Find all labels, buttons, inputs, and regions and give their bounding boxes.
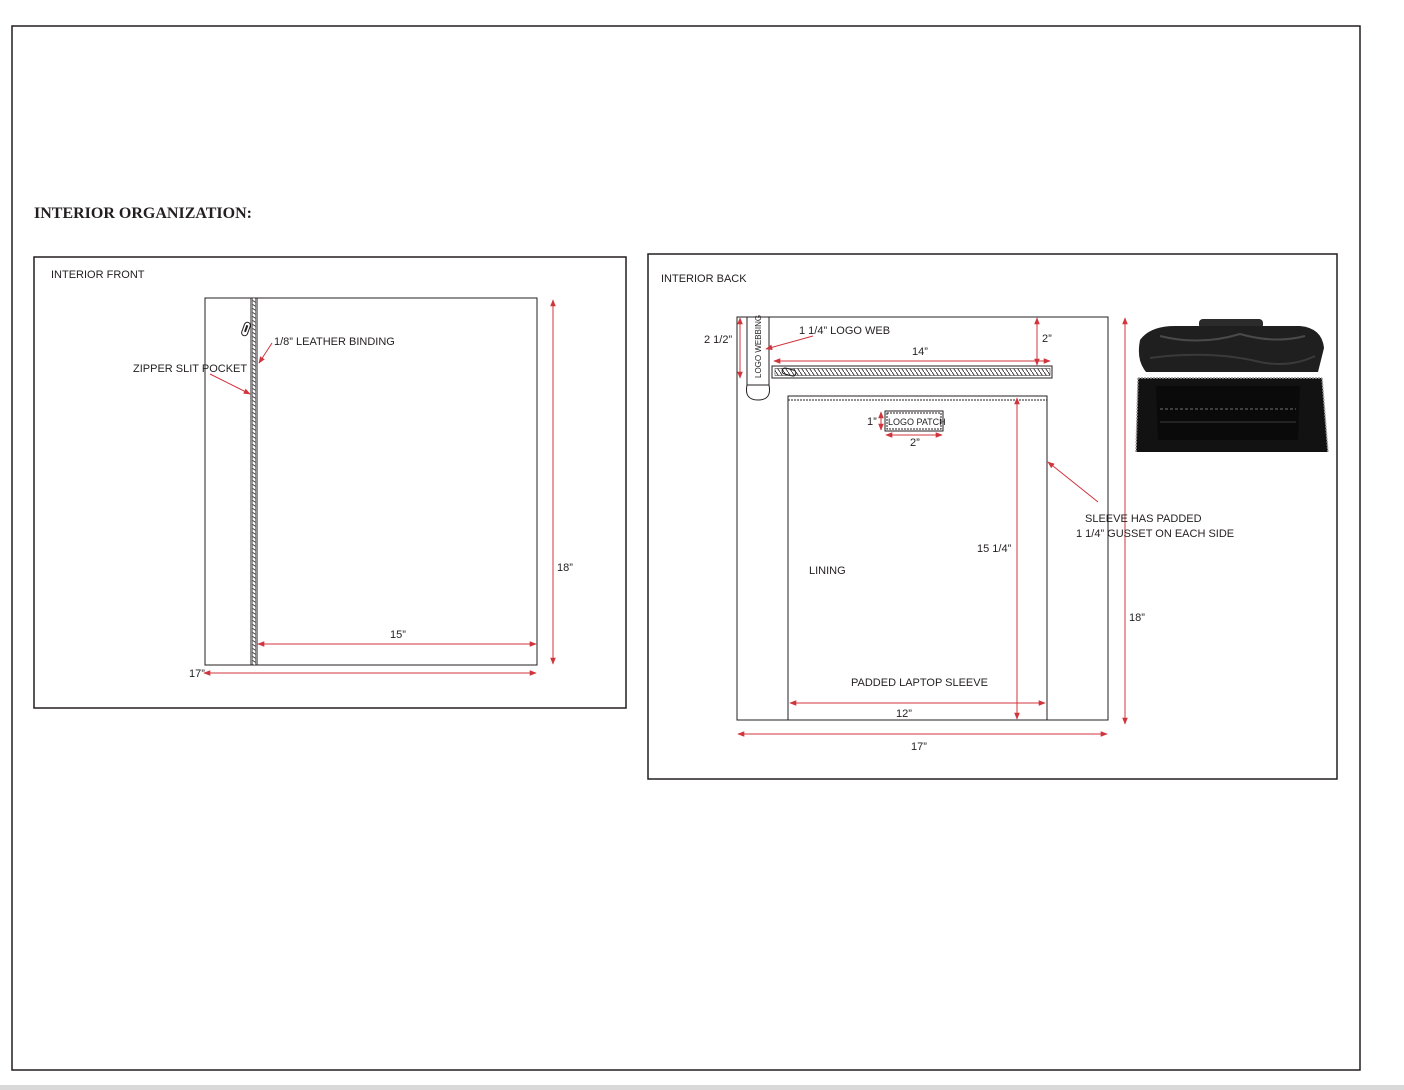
front-height-label: 18” [557,562,573,574]
zipper-pull-icon [241,321,251,337]
logo-patch [884,410,944,432]
logo-webbing-label: LOGO WEBBING [754,315,763,378]
sleeve-note-leader [1047,461,1099,503]
sleeve-width-label: 12” [896,708,912,720]
zipper-drop-label: 2” [1042,333,1052,345]
webbing-height-label: 2 1/2” [704,334,732,346]
back-height-label: 18” [1129,612,1145,624]
back-width-label: 17” [911,741,927,753]
sleeve-height-label: 15 1/4” [977,543,1012,555]
logo-webbing: LOGO WEBBING [746,315,770,401]
laptop-sleeve-label: PADDED LAPTOP SLEEVE [851,677,988,689]
zipper-width-label: 14” [912,346,928,358]
zipper-pocket-leader [209,373,251,395]
front-panel-title: INTERIOR FRONT [51,269,145,281]
back-zipper [771,365,1053,379]
back-panel-title: INTERIOR BACK [661,273,747,285]
open-backpack-photo [1135,319,1329,456]
bottom-scroll-strip [0,1085,1404,1090]
sleeve-note-line1: SLEEVE HAS PADDED [1085,513,1202,525]
patch-width-label: 2” [910,437,920,449]
interior-front-panel: INTERIOR FRONT 1/8” LEATHER BINDING ZIPP… [33,256,627,709]
zipper-pull-icon [781,367,797,377]
interior-back-panel: INTERIOR BACK LOGO WEBBING LOGO PATCH LI… [647,253,1338,780]
logo-patch-label: LOGO PATCH [888,417,946,427]
page-frame [11,25,1361,1071]
front-width-label: 17” [189,668,205,680]
back-panel-frame [647,253,1338,780]
front-zipper-pocket [250,297,258,666]
section-heading: INTERIOR ORGANIZATION: [34,205,252,222]
front-panel-frame [33,256,627,709]
laptop-sleeve-outline [787,395,1048,721]
leather-binding-label: 1/8” LEATHER BINDING [274,336,395,348]
patch-height-label: 1” [867,416,877,428]
front-bag-outline [204,297,538,666]
lining-label: LINING [809,565,846,577]
logo-web-label: 1 1/4” LOGO WEB [799,325,890,337]
logo-web-leader [765,335,814,351]
sleeve-note-line2: 1 1/4” GUSSET ON EACH SIDE [1076,528,1234,540]
zipper-pocket-label: ZIPPER SLIT POCKET [133,363,247,375]
leather-binding-leader [258,342,273,364]
pocket-width-label: 15” [390,629,406,641]
